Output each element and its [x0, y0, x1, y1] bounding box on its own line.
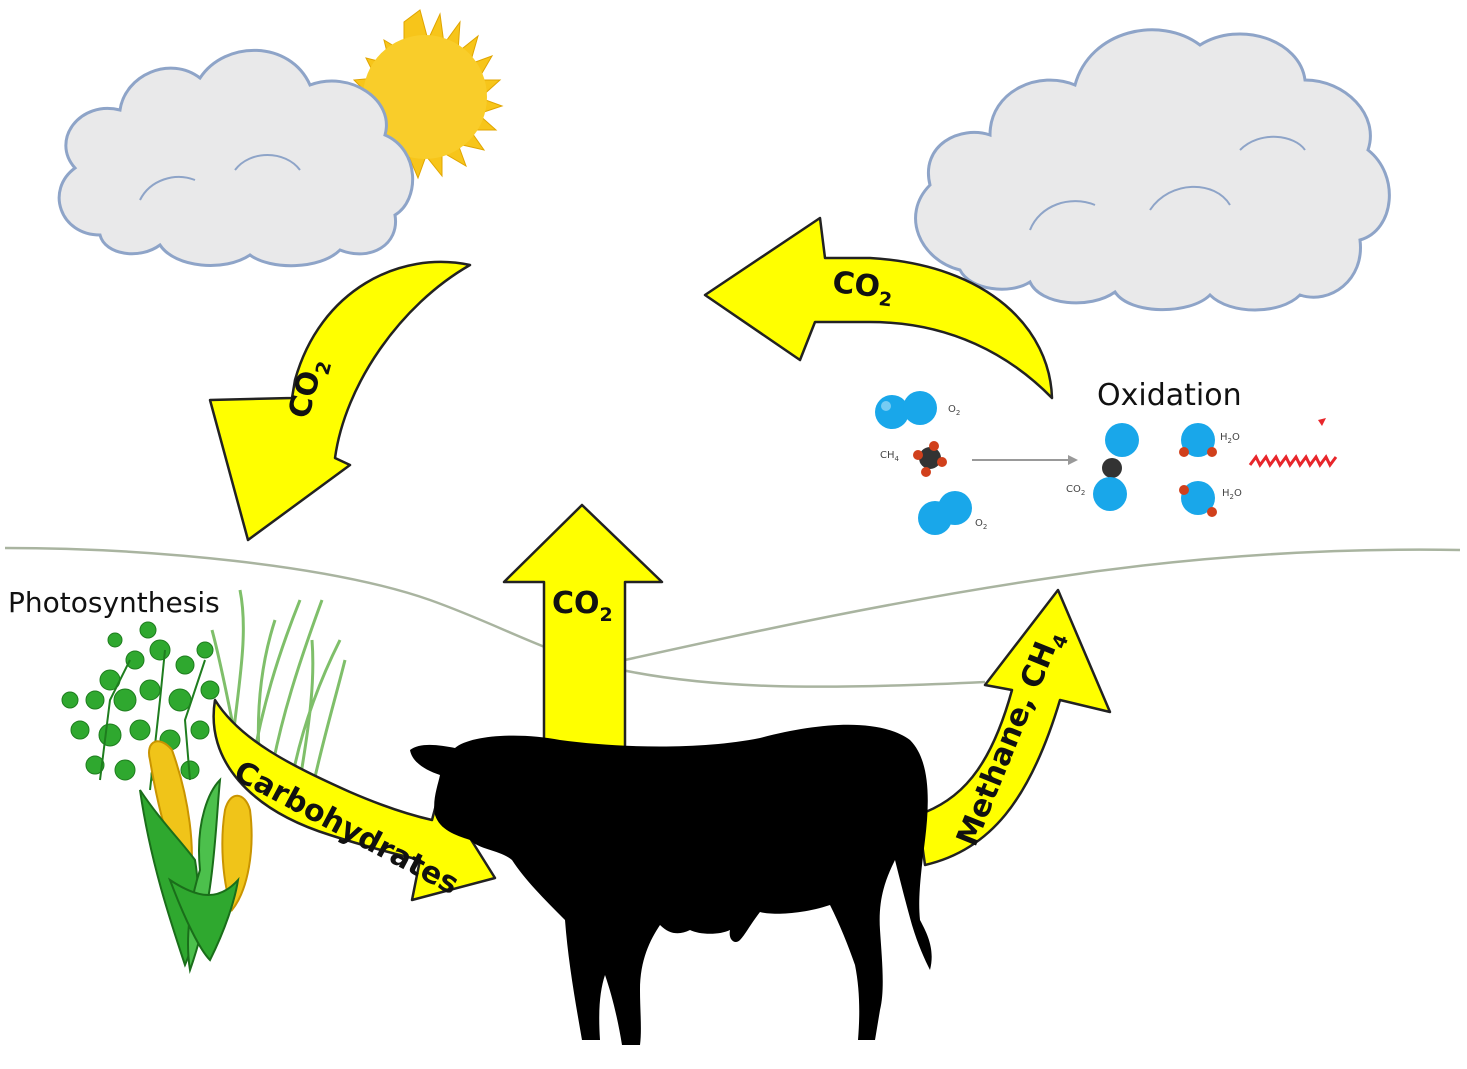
co2-center-label: CO2 — [552, 586, 613, 626]
o2-molecule-bottom: O2 — [918, 491, 987, 535]
cow-icon — [410, 724, 932, 1045]
radiation-wave-icon — [1248, 418, 1338, 468]
reaction-arrow-icon — [972, 455, 1078, 465]
co2-oxidation-arrow: CO2 — [703, 216, 1054, 400]
o2-molecule-top: O2 — [875, 391, 960, 429]
svg-text:H2O: H2O — [1222, 488, 1242, 501]
svg-text:CO2: CO2 — [1066, 484, 1085, 497]
cloud-right-icon — [914, 28, 1391, 312]
ch4-molecule: CH4 — [880, 441, 947, 477]
ground-lines — [4, 546, 1461, 688]
oxidation-label: Oxidation — [1097, 378, 1242, 413]
co2-photosynthesis-arrow: CO2 — [208, 260, 472, 542]
oxidation-molecules: O2 CH4 O2 CO2 — [875, 391, 1338, 535]
plants-icon — [61, 589, 347, 974]
photosynthesis-label: Photosynthesis — [8, 586, 220, 619]
h2o-molecule-bottom: H2O — [1179, 481, 1242, 517]
co2-respiration-arrow: CO2 — [502, 503, 664, 762]
methane-arrow: Methane, CH4 — [916, 588, 1112, 867]
cloud-left-icon — [57, 48, 415, 268]
svg-text:O2: O2 — [975, 518, 987, 531]
svg-text:CH4: CH4 — [880, 450, 900, 463]
svg-text:H2O: H2O — [1220, 432, 1240, 445]
co2-molecule: CO2 — [1066, 423, 1139, 511]
co2-top-label: CO2 — [830, 265, 895, 311]
h2o-molecule-top: H2O — [1179, 423, 1240, 457]
svg-text:O2: O2 — [948, 404, 960, 417]
